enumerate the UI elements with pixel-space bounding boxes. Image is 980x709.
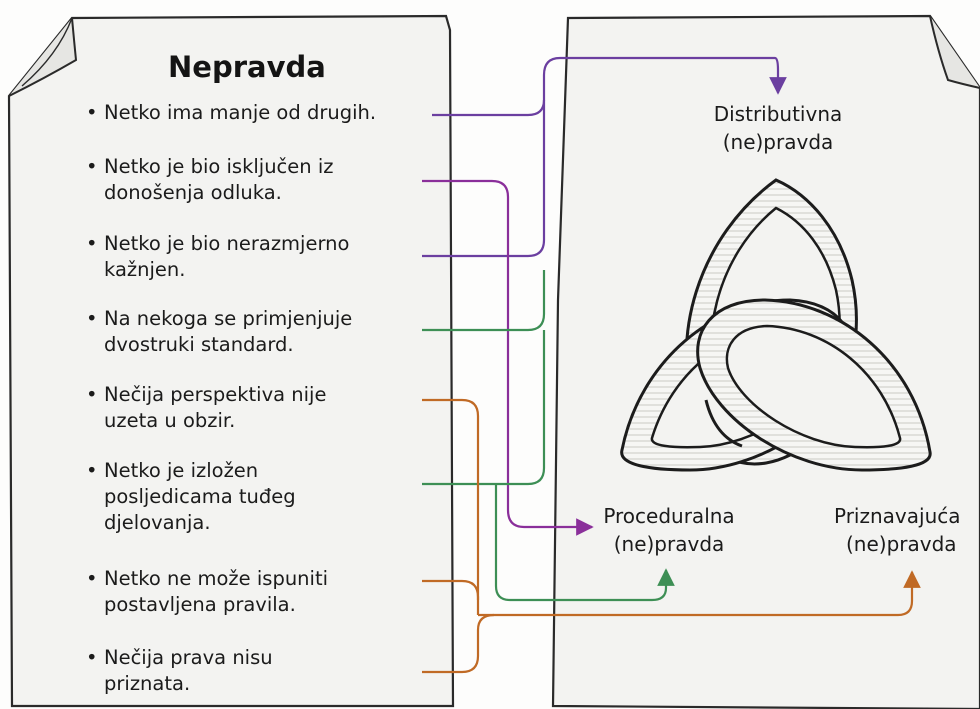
recognition-label: Priznavajuća (ne)pravda [834,504,961,556]
connector-item5-recognition [422,398,480,600]
bullet-dot-icon: • [86,459,98,482]
list-item: •Na nekoga se primjenjuje dvostruki stan… [86,307,353,356]
list-item: •Netko ne može ispuniti postavljena prav… [86,567,329,616]
distributive-label: Distributivna (ne)pravda [713,102,843,154]
bullet-dot-icon: • [86,232,98,255]
triquetra-knot-icon [620,178,932,472]
bullet-dot-icon: • [86,307,98,330]
procedural-label: Proceduralna (ne)pravda [603,504,735,556]
connector-orange-recognition-arrow [478,570,921,617]
left-paper-sheet [7,14,455,708]
bullet-dot-icon: • [86,646,98,669]
connector-item1-distributive [432,56,787,117]
connector-item8-recognition [422,613,495,674]
bullet-dot-icon: • [86,567,98,590]
connector-lines [422,56,921,674]
bullet-dot-icon: • [86,101,98,124]
nepravda-title: Nepravda [168,50,326,84]
connector-item3-distributive [422,100,546,258]
list-item: •Netko ima manje od drugih. [86,101,377,124]
bullet-dot-icon: • [86,155,98,178]
connector-item7-recognition [422,579,480,615]
list-item: •Netko je bio nerazmjerno kažnjen. [86,232,350,281]
list-item: •Nečija prava nisu priznata. [86,646,273,695]
connector-item6-procedural [422,330,546,486]
list-item: •Netko je izložen posljedicama tuđeg dje… [86,459,296,534]
connector-item4-procedural [422,270,546,332]
list-item: •Nečija perspektiva nije uzeta u obzir. [86,383,327,432]
connector-green-procedural-arrow [494,484,675,602]
connector-item2-procedural [422,179,594,536]
bullet-dot-icon: • [86,383,98,406]
list-item: •Netko je bio isključen iz donošenja odl… [86,155,334,204]
